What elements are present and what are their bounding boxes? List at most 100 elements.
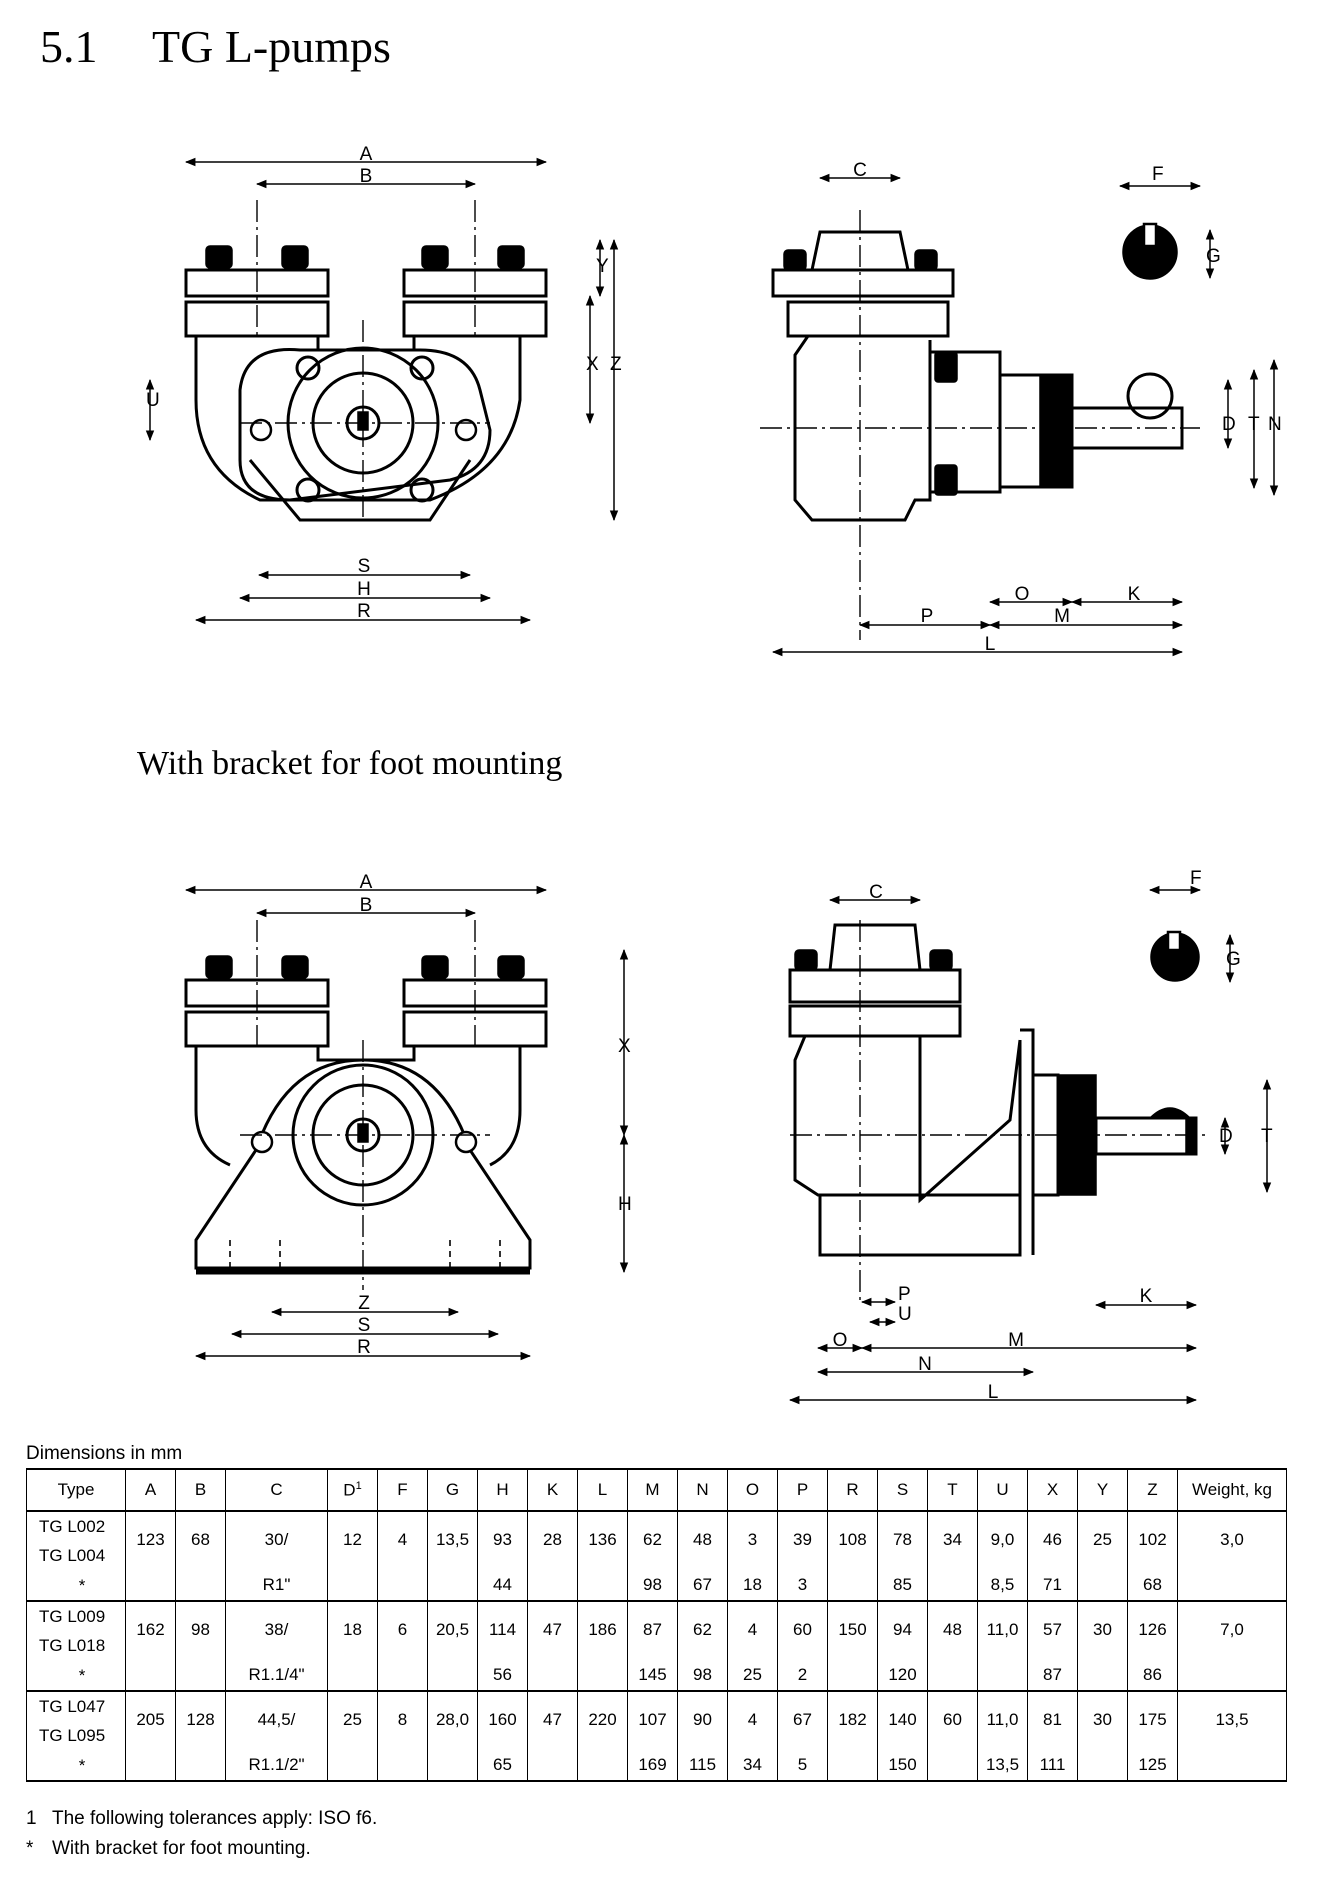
dim-label: H (618, 1194, 632, 1215)
type-name: * (26, 1750, 126, 1782)
value-cell: 13,5 (977, 1750, 1028, 1782)
side-view-bracket: C F G D T P U K O M N L (788, 868, 1273, 1405)
value-cell: 145 (627, 1660, 678, 1691)
dim-label: B (360, 895, 373, 916)
dim-label: B (360, 166, 373, 187)
dim-label: D (1219, 1126, 1233, 1147)
footnote-mark: * (26, 1838, 34, 1859)
value-cell: 68 (1127, 1570, 1178, 1601)
value-cell (577, 1750, 628, 1782)
col-header: C (225, 1468, 328, 1512)
col-header: Y (1077, 1468, 1128, 1512)
value-cell (377, 1570, 428, 1601)
value-cell: 98 (627, 1570, 678, 1601)
dim-label: K (1128, 584, 1141, 605)
value-cell: 3,0 (1177, 1510, 1287, 1570)
dim-label: F (1152, 164, 1164, 185)
col-header: Weight, kg (1177, 1468, 1287, 1512)
value-cell: 125 (1127, 1750, 1178, 1782)
dim-label: X (586, 354, 599, 375)
value-cell: 62 (677, 1600, 728, 1660)
value-cell: 98 (677, 1660, 728, 1691)
type-name: TG L095 (39, 1726, 106, 1745)
section-number: 5.1 (40, 21, 98, 72)
col-header: X (1027, 1468, 1078, 1512)
value-cell: 114 (477, 1600, 528, 1660)
value-cell: 3 (777, 1570, 828, 1601)
value-cell (125, 1570, 176, 1601)
value-cell: 18 (727, 1570, 778, 1601)
value-cell: 71 (1027, 1570, 1078, 1601)
value-cell (125, 1750, 176, 1782)
value-cell: 18 (327, 1600, 378, 1660)
value-cell: 39 (777, 1510, 828, 1570)
value-cell: 78 (877, 1510, 928, 1570)
value-cell: 30 (1077, 1600, 1128, 1660)
value-cell (527, 1570, 578, 1601)
dim-label: O (833, 1330, 848, 1351)
dim-label: Y (596, 256, 609, 277)
value-cell: 140 (877, 1690, 928, 1750)
value-cell (927, 1570, 978, 1601)
dim-label: P (921, 606, 934, 627)
value-cell: 46 (1027, 1510, 1078, 1570)
table-caption: Dimensions in mm (26, 1443, 183, 1464)
dim-label: O (1015, 584, 1030, 605)
dim-label: G (1206, 246, 1221, 267)
value-cell: 13,5 (427, 1510, 478, 1570)
value-cell: 11,0 (977, 1600, 1028, 1660)
dim-label: Z (358, 1293, 370, 1314)
value-cell (827, 1750, 878, 1782)
dim-label: R (357, 601, 371, 622)
value-cell: 86 (1127, 1660, 1178, 1691)
value-cell (1077, 1570, 1128, 1601)
value-cell: 4 (377, 1510, 428, 1570)
value-cell: R1.1/2" (225, 1750, 328, 1782)
value-cell: 7,0 (1177, 1600, 1287, 1660)
value-cell: 4 (727, 1690, 778, 1750)
value-cell: 57 (1027, 1600, 1078, 1660)
value-cell: 128 (175, 1690, 226, 1750)
value-cell: 48 (677, 1510, 728, 1570)
value-cell: 3 (727, 1510, 778, 1570)
value-cell: 123 (125, 1510, 176, 1570)
col-header: M (627, 1468, 678, 1512)
dim-label: F (1190, 868, 1202, 889)
value-cell (1177, 1750, 1287, 1782)
bracket-subheading: With bracket for foot mounting (137, 745, 563, 782)
dim-label: G (1226, 949, 1241, 970)
value-cell: 220 (577, 1690, 628, 1750)
value-cell: 30 (1077, 1690, 1128, 1750)
value-cell: 5 (777, 1750, 828, 1782)
value-cell: 67 (677, 1570, 728, 1601)
value-cell: 38/ (225, 1600, 328, 1660)
col-header: B (175, 1468, 226, 1512)
value-cell: 87 (1027, 1660, 1078, 1691)
value-cell: 47 (527, 1690, 578, 1750)
value-cell: 34 (727, 1750, 778, 1782)
value-cell (827, 1570, 878, 1601)
value-cell: 162 (125, 1600, 176, 1660)
value-cell (527, 1660, 578, 1691)
front-view-top: A B Y X Z U S H R (145, 144, 622, 625)
col-header: N (677, 1468, 728, 1512)
col-header: G (427, 1468, 478, 1512)
value-cell: 47 (527, 1600, 578, 1660)
footnote-text: With bracket for foot mounting. (52, 1838, 311, 1859)
footnote-text: The following tolerances apply: ISO f6. (52, 1808, 378, 1829)
value-cell (427, 1570, 478, 1601)
value-cell (377, 1660, 428, 1691)
col-header: A (125, 1468, 176, 1512)
value-cell: 85 (877, 1570, 928, 1601)
value-cell: 169 (627, 1750, 678, 1782)
col-header: P (777, 1468, 828, 1512)
value-cell: 56 (477, 1660, 528, 1691)
front-view-bracket: A B X H Z S R (184, 872, 632, 1361)
col-header: L (577, 1468, 628, 1512)
type-name: TG L047 (39, 1697, 106, 1716)
